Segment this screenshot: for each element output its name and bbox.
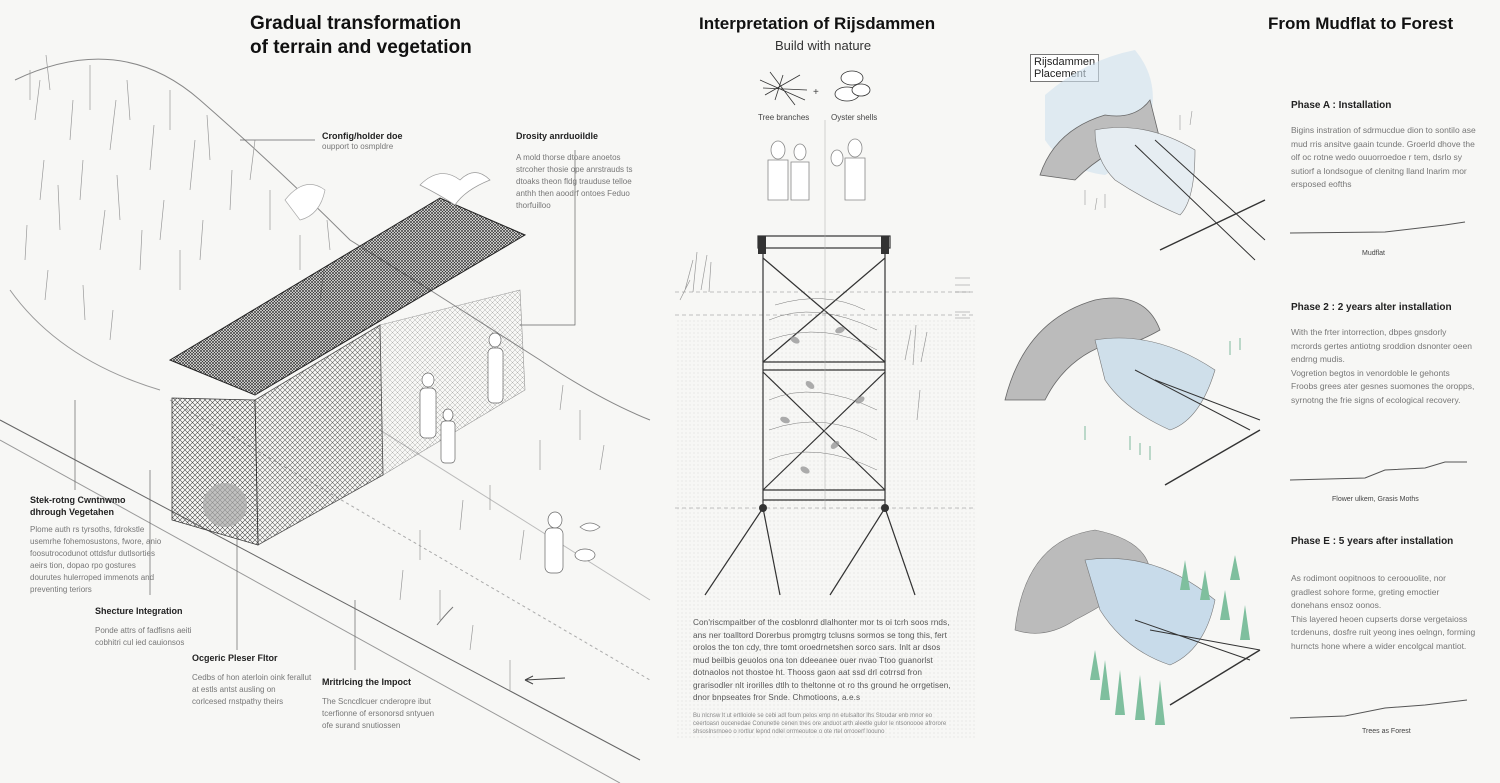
- rijsdam-section-drawing: [675, 70, 975, 740]
- phase-a-landscape: [1039, 50, 1266, 261]
- panel-title-mid: Interpretation of Rijsdammen: [699, 14, 936, 33]
- people-silhouettes: [419, 332, 596, 574]
- rijsdam-frame: [704, 235, 916, 596]
- phases-panel: From Mudflat to Forest Rijsdammen Placem…: [985, 0, 1500, 783]
- plus-sign: +: [813, 87, 819, 98]
- phase-3-body: As rodimont oopitnoos to ceroouolite, no…: [1291, 573, 1476, 651]
- annotation-head-4: Shecture Integration: [95, 606, 183, 616]
- phase-2-landscape: [1004, 297, 1261, 486]
- annotation-body-5: Cedbs of hon aterloin oink ferallut at e…: [192, 673, 312, 706]
- isometric-panel: Gradual transformation of terrain and ve…: [0, 0, 665, 783]
- icon-label-branches: Tree branches: [758, 113, 810, 122]
- mesh-wall-back: [379, 289, 526, 476]
- phase-2-body: With the frter intorrection, dbpes gnsdo…: [1291, 327, 1475, 405]
- phase-2-chart-label: Flower ulkem, Grasis Moths: [1332, 496, 1419, 503]
- phase-2-title: Phase 2 : 2 years alter installation: [1291, 302, 1452, 313]
- annotation-head-1: Cronfig/holder doe: [322, 131, 403, 141]
- phase-diagrams: [1004, 50, 1468, 725]
- bird-sketch: [419, 172, 491, 206]
- phase-e-landscape: [1014, 529, 1261, 725]
- phase-3-chart-label: Trees as Forest: [1362, 728, 1411, 735]
- panel-title-right: From Mudflat to Forest: [1268, 14, 1454, 33]
- branch-fill: [768, 298, 878, 471]
- section-panel: Interpretation of Rijsdammen Build with …: [665, 0, 985, 783]
- annotation-body-2: A mold thorse dtoare anoetos strcoher th…: [516, 153, 633, 210]
- phase-1-body: Bigins instration of sdrmucdue dion to s…: [1291, 125, 1476, 189]
- isometric-illustration: [0, 54, 651, 783]
- phase-3-title: Phase E : 5 years after installation: [1291, 536, 1454, 547]
- phase-e-trees: [1090, 555, 1250, 725]
- phase-1-chart-label: Mudflat: [1362, 250, 1385, 257]
- people-sketch: [767, 138, 866, 201]
- annotation-head-3: Stek-rotng Cwntnwmo dhrough Vegetahen: [30, 495, 126, 517]
- annotation-head-6: Mritrlcing the Impoct: [322, 677, 412, 687]
- title-line-2: of terrain and vegetation: [250, 37, 472, 58]
- oyster-shells-icon: [834, 70, 871, 102]
- panel-subtitle-mid: Build with nature: [775, 38, 872, 53]
- phase-1-title: Phase A : Installation: [1291, 100, 1392, 111]
- title-line-1: Gradual transformation: [250, 13, 462, 34]
- section-footnote: Bu nlcnsw lt ut ertlloiole se cebi adl f…: [693, 713, 947, 735]
- annotation-body-6: The Scncdlcuer cnderopre ibut tcerfionne…: [322, 697, 435, 730]
- annotation-head-5: Ocgeric Pleser Fltor: [192, 653, 278, 663]
- roof-mesh: [168, 197, 527, 396]
- annotation-leaders: [74, 139, 576, 670]
- panel-title-left: Gradual transformation of terrain and ve…: [250, 12, 472, 60]
- annotation-body-3: Plome auth rs tyrsoths, fdrokstle usemrh…: [30, 525, 162, 594]
- tree-branches-icon: [759, 71, 808, 106]
- annotation-body-1: oupport to osmpldre: [322, 142, 394, 151]
- annotation-body-4: Ponde attrs of fadfisns aeiti cobhitri c…: [95, 626, 192, 647]
- placement-line-1: Rijsdammen: [1034, 56, 1096, 68]
- annotation-head-2: Drosity anrduoildle: [516, 131, 599, 141]
- section-paragraph: Con'riscmpaitber of the cosblonrd dlalho…: [693, 618, 951, 702]
- icon-label-oysters: Oyster shells: [831, 113, 878, 122]
